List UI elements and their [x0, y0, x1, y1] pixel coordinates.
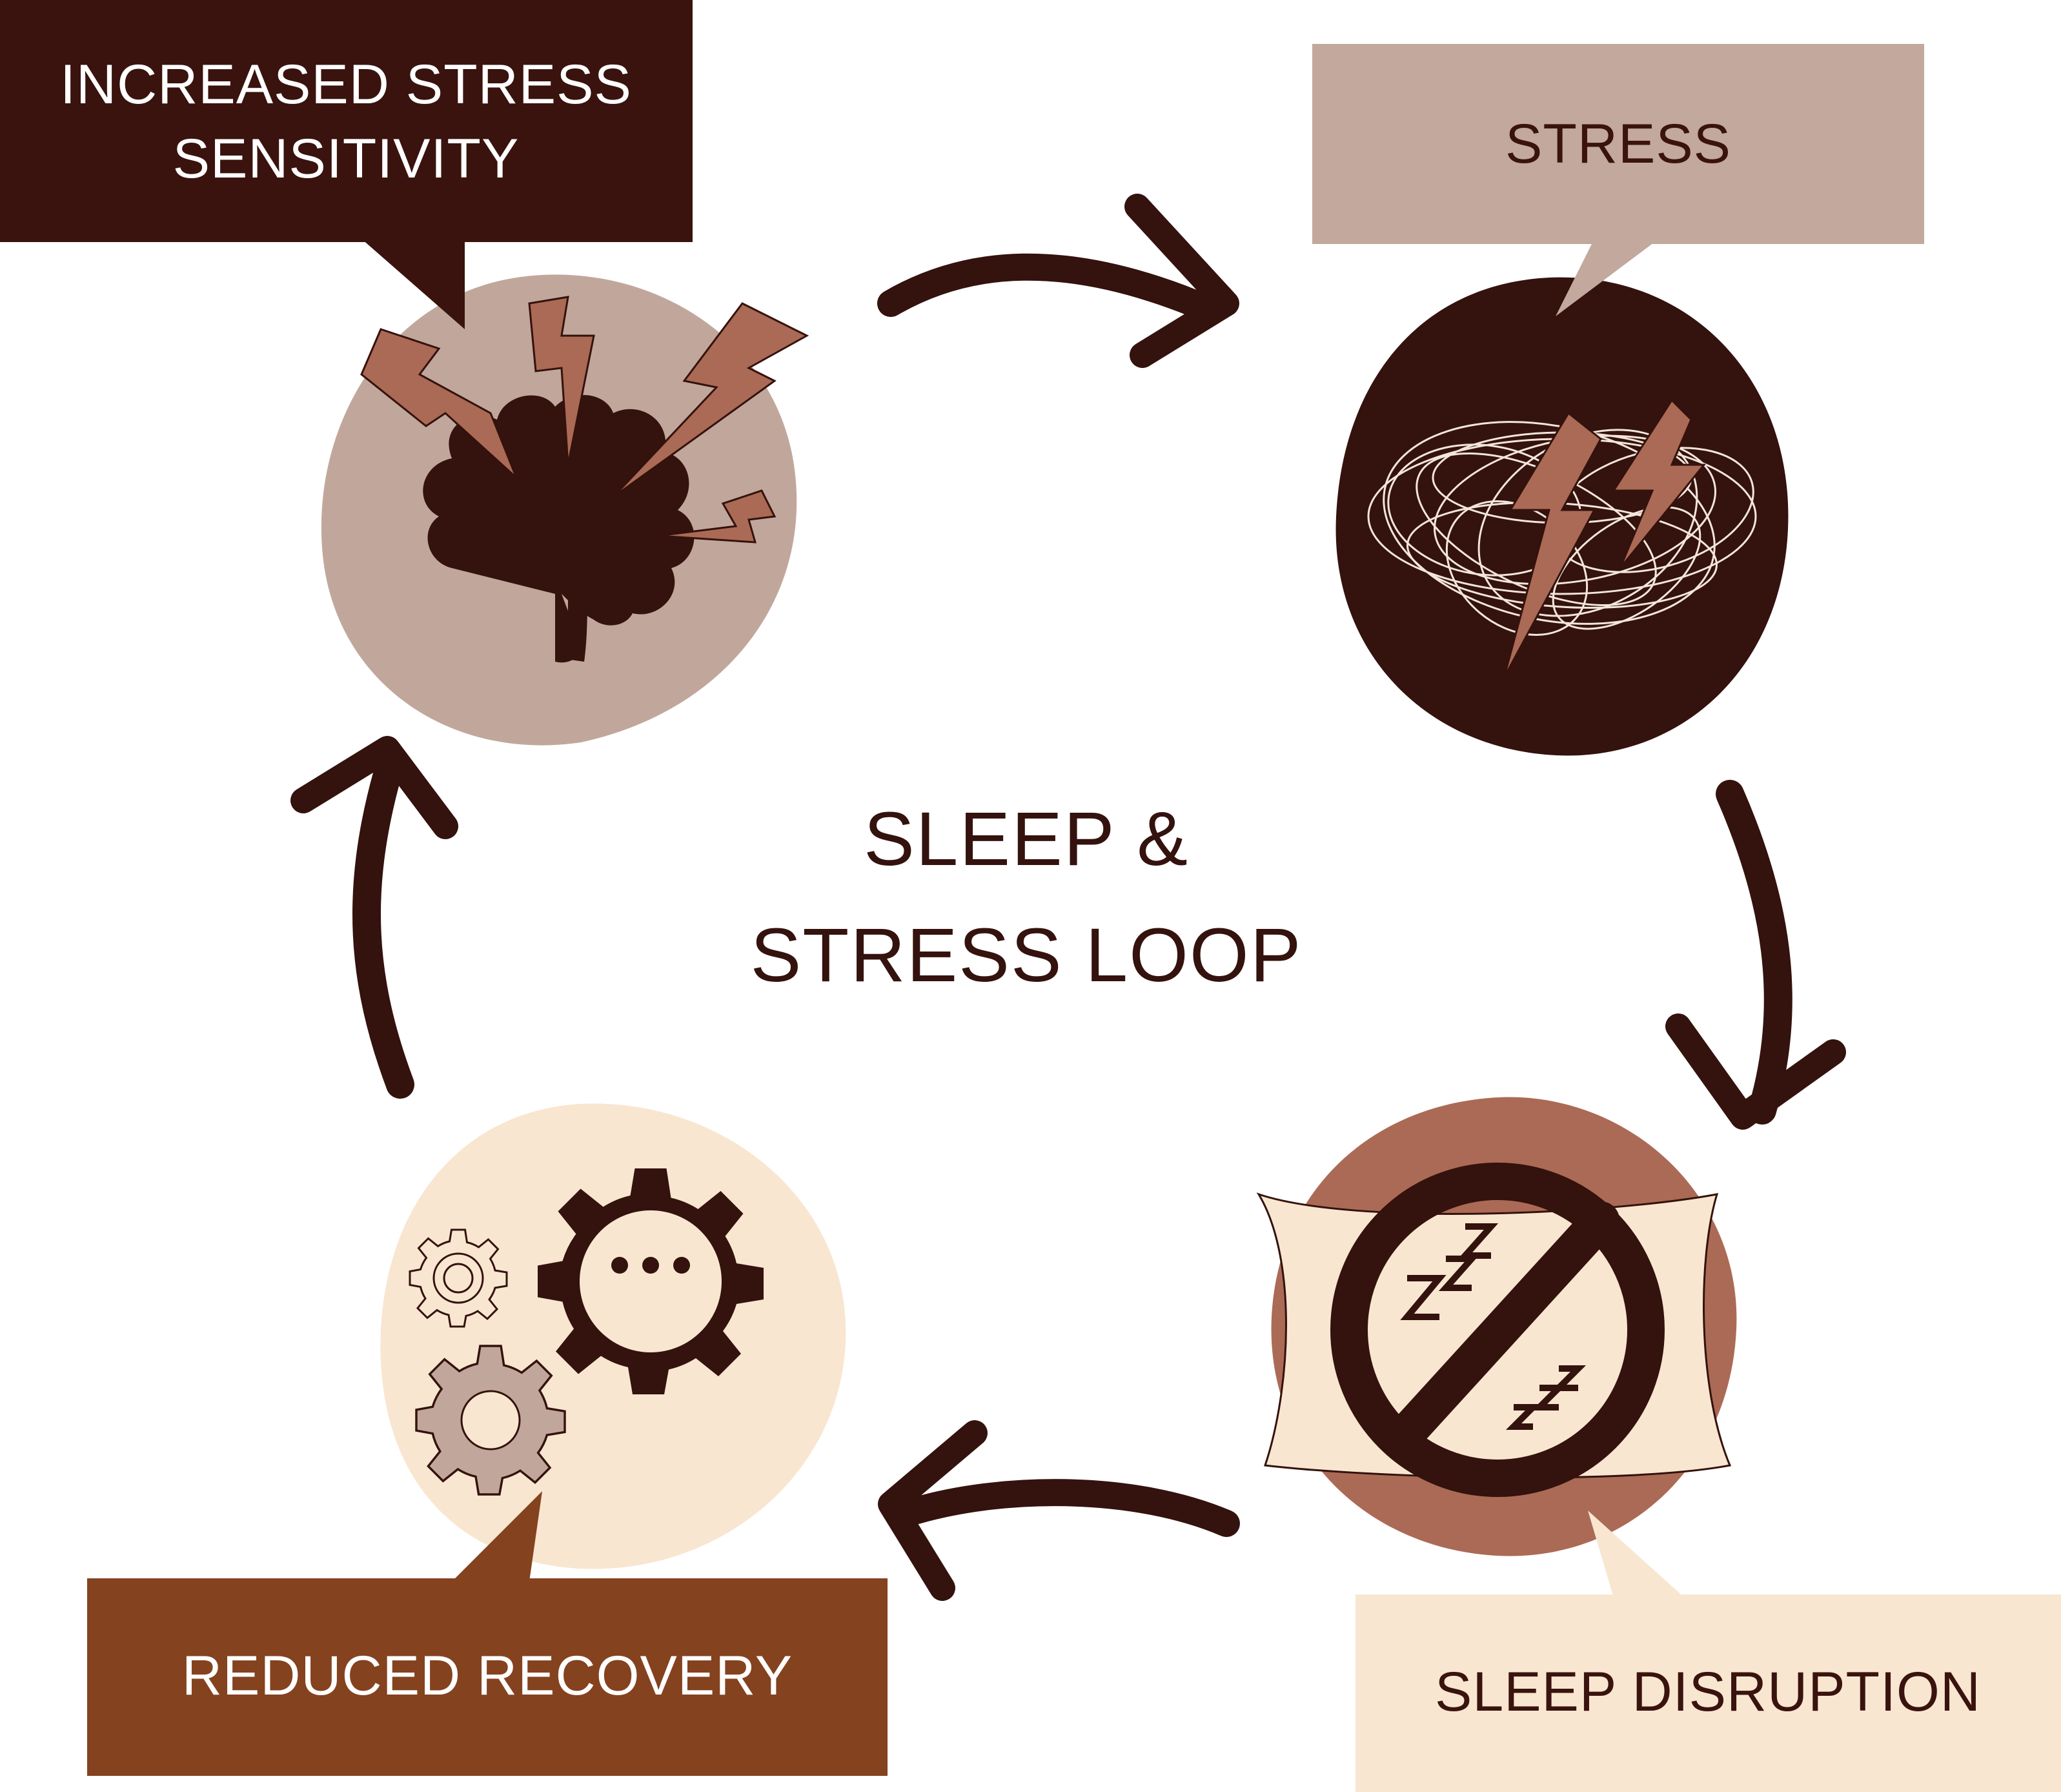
title-line-2: STRESS LOOP	[751, 913, 1303, 998]
node-sleep-disruption: SLEEP DISRUPTION	[1256, 1097, 2061, 1792]
arrow-stress-to-sleep	[1665, 780, 1846, 1130]
node-stress: STRESS	[1312, 44, 1924, 756]
recovery-label-box: REDUCED RECOVERY	[87, 1491, 888, 1776]
recovery-label: REDUCED RECOVERY	[182, 1645, 793, 1707]
sleep-label-box: SLEEP DISRUPTION	[1355, 1511, 2061, 1792]
sensitivity-label-line-1: INCREASED STRESS	[60, 54, 632, 116]
sensitivity-label-line-2: SENSITIVITY	[173, 128, 520, 190]
arrow-recovery-to-sensitivity	[290, 736, 458, 1099]
diagram-title: SLEEP & STRESS LOOP	[751, 797, 1303, 998]
stress-label: STRESS	[1505, 113, 1731, 175]
no-sleep-pillow-icon	[1330, 1163, 1665, 1497]
sensitivity-label-box: INCREASED STRESS SENSITIVITY	[0, 0, 693, 329]
node-reduced-recovery: REDUCED RECOVERY	[87, 1103, 888, 1776]
cycle-arrows	[290, 194, 1846, 1601]
title-line-1: SLEEP &	[864, 797, 1189, 882]
stress-label-box: STRESS	[1312, 44, 1924, 316]
tangled-lightning-icon	[1367, 398, 1757, 678]
sleep-label: SLEEP DISRUPTION	[1435, 1661, 1981, 1723]
node-stress-sensitivity: INCREASED STRESS SENSITIVITY	[0, 0, 809, 746]
brain-lightning-icon	[360, 296, 809, 663]
arrow-sleep-to-recovery	[878, 1420, 1240, 1601]
gears-icon	[409, 1168, 764, 1496]
arrow-sensitivity-to-stress	[877, 194, 1239, 368]
